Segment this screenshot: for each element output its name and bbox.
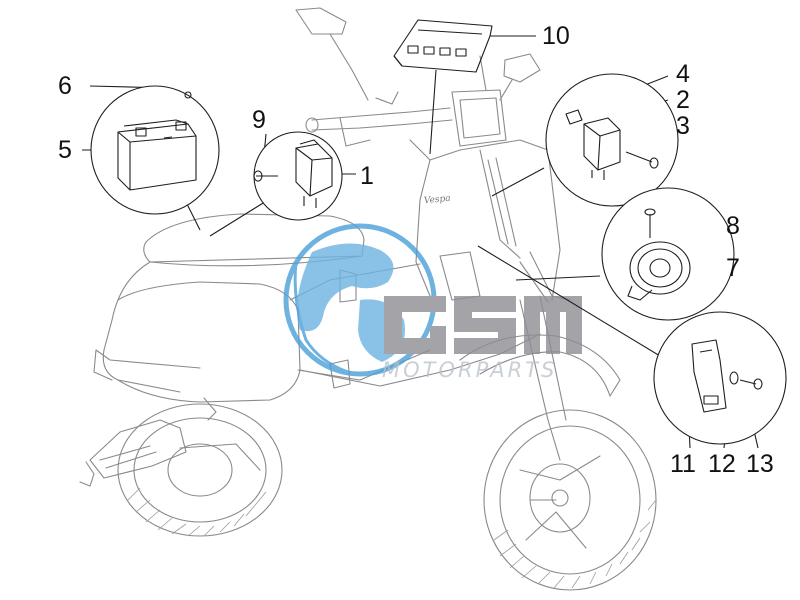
callout-circles — [90, 73, 787, 445]
callout-8: 8 — [726, 212, 740, 240]
callout-4: 4 — [676, 60, 690, 88]
scooter-drawing — [79, 7, 657, 591]
tire-tread — [127, 487, 657, 589]
bracket-part — [691, 339, 727, 413]
horn-screw-part — [644, 208, 656, 238]
bolt-part — [739, 378, 763, 390]
callout-1: 1 — [360, 162, 374, 190]
battery-terminal-part — [184, 91, 192, 99]
callout-5: 5 — [58, 136, 72, 164]
callout-9: 9 — [252, 106, 266, 134]
relay-screw-part — [253, 170, 278, 182]
bracket-callout-circle — [653, 311, 787, 445]
watermark-subtext: MOTORPARTS — [382, 358, 558, 382]
callout-3: 3 — [676, 112, 690, 140]
callout-6: 6 — [58, 72, 72, 100]
callout-12: 12 — [708, 450, 736, 478]
horn-part — [627, 241, 691, 301]
flasher-callout-circle — [545, 73, 679, 207]
osm-watermark — [283, 223, 582, 377]
callout-10: 10 — [542, 22, 570, 50]
fuse-box-part — [393, 19, 493, 73]
horn-callout-circle — [601, 187, 735, 321]
callout-11: 11 — [670, 450, 696, 478]
callout-2: 2 — [676, 86, 690, 114]
flasher-clip-part — [565, 109, 583, 125]
flasher-relay-part — [583, 117, 621, 180]
washer-part — [729, 371, 739, 385]
callout-13: 13 — [746, 450, 774, 478]
relay-part — [295, 139, 333, 208]
battery-callout-circle — [90, 85, 220, 215]
flasher-screw-part — [625, 151, 659, 169]
callout-7: 7 — [726, 254, 740, 282]
battery-part — [117, 119, 197, 191]
